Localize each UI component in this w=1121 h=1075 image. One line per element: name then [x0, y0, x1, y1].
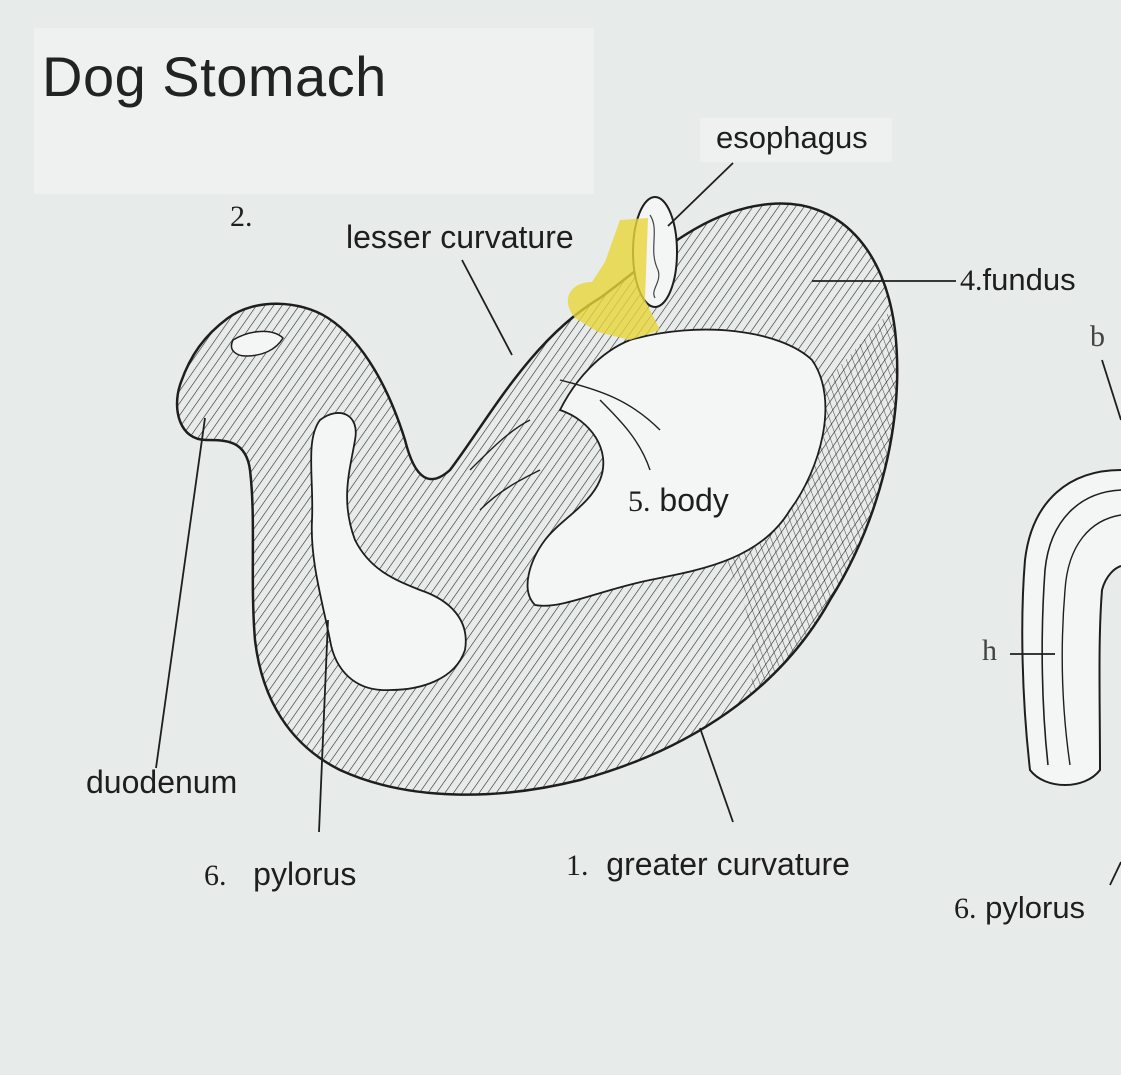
- page-title: Dog Stomach: [42, 45, 387, 108]
- side-pylorus-number: 6.: [954, 892, 977, 925]
- label-duodenum: duodenum: [86, 764, 238, 800]
- label-body: 5. body: [628, 482, 729, 519]
- fundus-number: 4.: [960, 264, 983, 297]
- body-number: 5.: [628, 485, 651, 518]
- label-blank-2: 2.: [230, 200, 253, 233]
- body-text: body: [659, 482, 729, 518]
- highlight-mark: [567, 218, 660, 340]
- label-side-h: h: [982, 634, 997, 667]
- greater-number: 1.: [566, 849, 589, 882]
- label-pylorus: 6. pylorus: [204, 856, 356, 893]
- label-greater-curvature: 1. greater curvature: [566, 846, 850, 883]
- stomach-inner-surface: [230, 328, 827, 691]
- pylorus-number: 6.: [204, 859, 227, 892]
- esophagus-label-panel: [700, 118, 892, 162]
- fundus-text: fundus: [982, 262, 1076, 297]
- greater-text: greater curvature: [606, 846, 850, 882]
- label-lesser-curvature: lesser curvature: [346, 219, 574, 255]
- label-esophagus: esophagus: [716, 120, 868, 155]
- leader-lines: [155, 162, 956, 833]
- title-panel: [34, 28, 594, 194]
- label-side-b: b: [1090, 320, 1105, 353]
- pylorus-text: pylorus: [253, 856, 357, 892]
- side-pylorus-text: pylorus: [985, 890, 1086, 925]
- label-fundus: 4.fundus: [960, 262, 1076, 298]
- label-side-pylorus: 6. pylorus: [954, 890, 1085, 926]
- side-diagram: [1010, 359, 1121, 886]
